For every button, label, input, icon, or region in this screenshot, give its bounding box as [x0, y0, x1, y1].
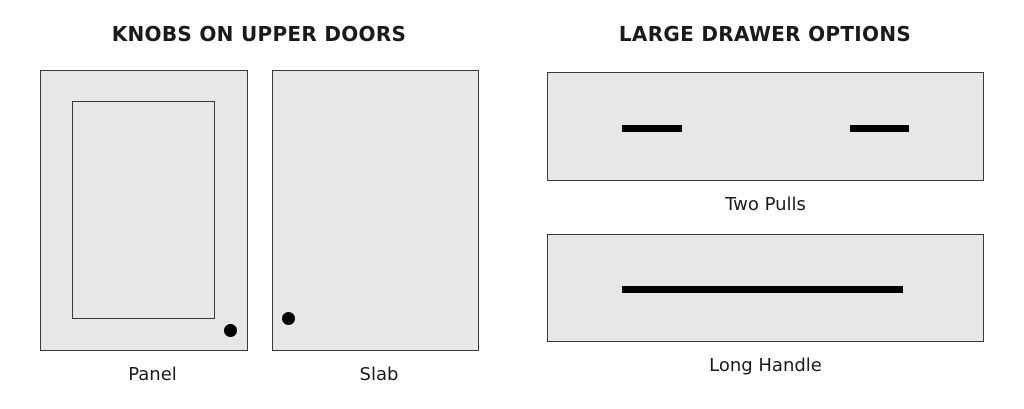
slab-door	[272, 70, 479, 351]
panel-door	[40, 70, 248, 351]
panel-door-label: Panel	[128, 364, 177, 385]
pull-icon	[850, 125, 909, 132]
two-pulls-label: Two Pulls	[725, 194, 806, 215]
long-handle-label: Long Handle	[709, 355, 822, 376]
upper-doors-title: KNOBS ON UPPER DOORS	[111, 22, 407, 46]
knob-icon	[224, 324, 237, 337]
raised-panel	[72, 101, 215, 319]
knob-icon	[282, 312, 295, 325]
long-handle-drawer	[547, 234, 984, 342]
pull-icon	[622, 125, 682, 132]
handle-icon	[622, 286, 903, 293]
slab-door-label: Slab	[359, 364, 399, 385]
large-drawers-title: LARGE DRAWER OPTIONS	[618, 22, 912, 46]
two-pulls-drawer	[547, 72, 984, 181]
